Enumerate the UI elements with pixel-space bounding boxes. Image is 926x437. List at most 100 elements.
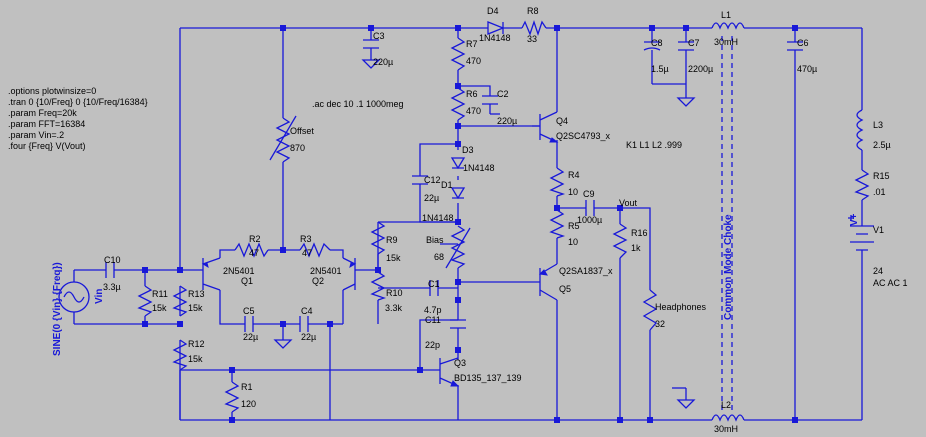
capacitor-c9[interactable] xyxy=(585,200,595,216)
resistor-r16[interactable] xyxy=(612,223,628,259)
part-name: Q2 xyxy=(312,276,324,286)
part-name: V1 xyxy=(873,225,884,235)
resistor-r6[interactable] xyxy=(450,87,466,121)
k-statement: K1 L1 L2 .999 xyxy=(626,140,682,150)
directive-line: .param Freq=20k xyxy=(8,108,77,118)
part-value: 120 xyxy=(241,399,256,409)
resistor-r9[interactable] xyxy=(370,221,386,255)
part-name: Q1 xyxy=(241,276,253,286)
v-plus-label: V+ xyxy=(849,213,860,226)
capacitor-c8[interactable] xyxy=(643,41,661,51)
diode-d1[interactable] xyxy=(450,187,466,200)
resistor-r15[interactable] xyxy=(854,169,870,201)
capacitor-c2[interactable] xyxy=(482,95,498,105)
capacitor-c11[interactable] xyxy=(450,319,466,329)
part-value: 22µ xyxy=(301,332,316,342)
inductor-l3[interactable] xyxy=(856,109,864,151)
part-name: R5 xyxy=(568,221,580,231)
part-value: 470 xyxy=(466,56,481,66)
part-name: Q4 xyxy=(556,116,568,126)
part-name: C6 xyxy=(797,38,809,48)
part-value: 10 xyxy=(568,237,578,247)
choke-label: Common Mode Choke xyxy=(723,214,734,320)
part-name: L1 xyxy=(721,10,731,20)
part-value: 1N4148 xyxy=(463,163,495,173)
part-value: 1000µ xyxy=(577,215,602,225)
part-value: 3.3k xyxy=(385,303,403,313)
part-name: L2 xyxy=(721,400,731,410)
resistor-r10[interactable] xyxy=(370,271,387,301)
part-value: 2N5401 xyxy=(223,266,255,276)
part-value: 1N4148 xyxy=(479,33,511,43)
part-value: Q2SC4793_x xyxy=(556,131,611,141)
part-value: 22µ xyxy=(243,332,258,342)
part-value: 15k xyxy=(152,303,167,313)
resistor-r5[interactable] xyxy=(549,209,566,239)
battery-v1[interactable] xyxy=(848,215,874,262)
diode-d4[interactable] xyxy=(487,21,505,35)
resistor-r8[interactable] xyxy=(521,19,547,37)
part-value: 220µ xyxy=(373,57,393,67)
part-name: C9 xyxy=(583,189,595,199)
capacitor-c5[interactable] xyxy=(244,316,254,332)
inductor-l2[interactable] xyxy=(711,414,745,422)
resistor-headphones[interactable] xyxy=(642,289,658,331)
capacitor-c1[interactable] xyxy=(429,280,439,296)
part-value: 22p xyxy=(425,340,440,350)
part-value: 470µ xyxy=(797,64,817,74)
part-value: 3.3µ xyxy=(103,282,121,292)
part-name: R10 xyxy=(386,288,403,298)
resistor-r1[interactable] xyxy=(224,381,240,413)
capacitor-c6[interactable] xyxy=(787,41,803,51)
part-name: Headphones xyxy=(655,302,707,312)
ground-symbol xyxy=(676,399,696,409)
directive-line: .param FFT=16384 xyxy=(8,119,85,129)
capacitor-c10[interactable] xyxy=(105,262,115,278)
part-name: D3 xyxy=(462,145,474,155)
transistor-q5[interactable] xyxy=(538,263,558,301)
part-value: 470 xyxy=(466,106,481,116)
part-value: 220µ xyxy=(497,116,517,126)
potentiometer-offset[interactable] xyxy=(269,115,297,163)
capacitor-c12[interactable] xyxy=(412,175,428,185)
capacitor-c4[interactable] xyxy=(299,316,309,332)
part-value: 30mH xyxy=(714,424,738,434)
part-extra: AC AC 1 xyxy=(873,278,908,288)
part-name: R12 xyxy=(188,339,205,349)
part-name: R15 xyxy=(873,171,890,181)
part-value: 15k xyxy=(188,354,203,364)
part-value: 30mH xyxy=(714,37,738,47)
part-value: 10 xyxy=(568,187,578,197)
part-value: 24 xyxy=(873,266,883,276)
resistor-r13[interactable] xyxy=(172,285,188,317)
junctions xyxy=(142,25,798,423)
resistor-r7[interactable] xyxy=(450,37,466,71)
capacitor-c7[interactable] xyxy=(676,41,696,107)
spice-directives: .options plotwinsize=0 .tran 0 {10/Freq}… xyxy=(8,86,148,151)
diode-d3[interactable] xyxy=(450,157,466,170)
part-value: 15k xyxy=(386,253,401,263)
part-name: R11 xyxy=(152,289,168,299)
transistor-q4[interactable] xyxy=(532,111,559,143)
resistor-r4[interactable] xyxy=(549,167,566,197)
transistor-q3[interactable] xyxy=(439,357,460,387)
potentiometer-bias[interactable] xyxy=(445,225,471,269)
resistor-r2[interactable] xyxy=(234,242,269,258)
part-name: D4 xyxy=(487,6,499,16)
part-name: C11 xyxy=(425,315,441,325)
transistor-q2[interactable] xyxy=(342,257,357,291)
capacitor-c3[interactable] xyxy=(361,39,381,69)
inductor-l1[interactable] xyxy=(711,22,745,30)
sine-source-vin[interactable] xyxy=(58,281,90,313)
part-name: R6 xyxy=(466,89,478,99)
part-name: C7 xyxy=(688,38,700,48)
resistor-r12[interactable] xyxy=(172,339,188,371)
resistor-r3[interactable] xyxy=(299,242,331,258)
ground-symbol xyxy=(273,339,293,349)
resistor-r11[interactable] xyxy=(137,285,153,317)
part-name: Q3 xyxy=(454,358,466,368)
transistor-q1[interactable] xyxy=(201,257,221,291)
ac-directive: .ac dec 10 .1 1000meg xyxy=(312,99,404,109)
